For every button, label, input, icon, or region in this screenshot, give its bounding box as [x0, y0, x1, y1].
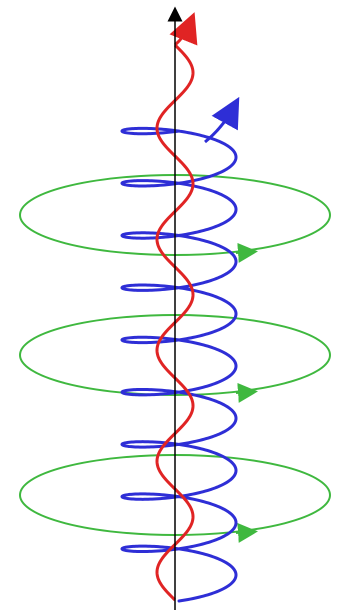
green-loop-arrow-3 — [236, 532, 250, 533]
green-loop-arrow-1 — [236, 252, 250, 253]
green-loop-arrow-2 — [236, 392, 250, 393]
